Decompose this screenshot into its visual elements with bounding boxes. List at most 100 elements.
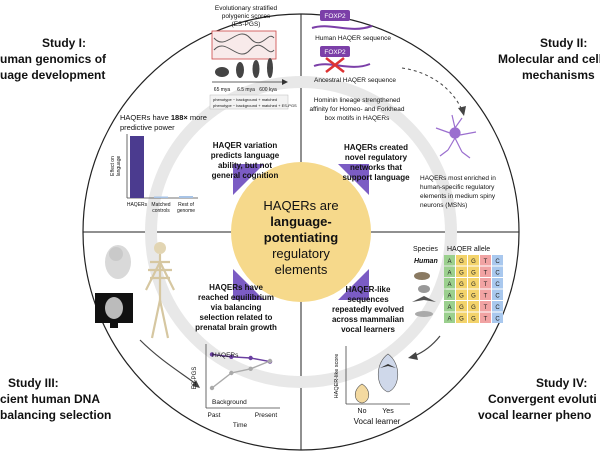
study3-finding-line3: via balancing — [211, 303, 262, 312]
study2-finding-line3: networks that — [350, 163, 402, 172]
allele-cell — [468, 301, 479, 312]
study2-finding: HAQERs created novel regulatory networks… — [342, 143, 410, 182]
brain-scan-monitor-icon — [95, 293, 133, 328]
allele-base: C — [495, 294, 500, 300]
timeline-arrowhead — [282, 79, 288, 85]
study4-title: Study IV: Convergent evoluti vocal learn… — [478, 376, 597, 422]
species-header: Species — [413, 246, 438, 253]
study4-arrowhead — [408, 352, 418, 360]
violin-no — [354, 383, 370, 404]
hominin-note-line2: affinity for Homeo- and Forkhead — [310, 106, 405, 113]
foxp2-unbound-icon: FOXP2 — [313, 46, 371, 73]
es-pgs-label-line2: polygenic scores — [222, 13, 271, 20]
allele-base: G — [459, 294, 464, 300]
bar-chart-study1: Effect on language HAQERs Matched contro… — [110, 134, 198, 214]
foxp2-label-2: FOXP2 — [324, 49, 346, 56]
foxp2-label-1: FOXP2 — [324, 13, 346, 20]
allele-cell — [468, 278, 479, 289]
note-part-b: 188× — [171, 113, 189, 122]
allele-base: T — [484, 282, 488, 288]
species-animal-icons — [412, 272, 436, 317]
study2-title: Study II: Molecular and cellu mechanisms — [498, 36, 600, 82]
study2-finding-line1: HAQERs created — [344, 143, 408, 152]
bar-category-label-1: HAQERs — [127, 202, 148, 208]
allele-base: G — [459, 259, 464, 265]
predictive-power-note-line1: HAQERs have 188× more — [120, 113, 207, 122]
allele-cell — [456, 301, 467, 312]
study2-finding-line2: novel regulatory — [345, 153, 408, 162]
study3-finding-line1: HAQERs have — [209, 283, 263, 292]
dog-icon — [414, 272, 430, 280]
allele-cell — [492, 289, 503, 300]
allele-base: G — [471, 282, 476, 288]
bar-category-label-2a: Matched — [151, 202, 170, 208]
allele-cell — [480, 278, 491, 289]
study3-finding-line2: reached equilibrium — [198, 293, 274, 302]
line-chart-xlabel: Time — [233, 422, 248, 429]
model-legend-box — [209, 94, 289, 110]
study3-curved-arrow — [139, 339, 197, 385]
msn-note-line4: neurons (MSNs) — [420, 202, 467, 209]
allele-base: T — [484, 317, 488, 323]
allele-cell — [456, 266, 467, 277]
study4-finding-line5: vocal learners — [341, 325, 395, 334]
study4-finding-line3: repeatedly evolved — [332, 305, 404, 314]
allele-base: G — [471, 317, 476, 323]
allele-cell — [492, 312, 503, 323]
series-2-point-2 — [229, 370, 234, 376]
human-haqer-sequence-label: Human HAQER sequence — [315, 35, 391, 42]
center-line4: regulatory — [272, 246, 330, 261]
allele-cell — [468, 312, 479, 323]
timeline-tick-3: 600 kya — [259, 87, 277, 93]
note-part-c: more — [188, 113, 207, 122]
allele-base: C — [495, 305, 500, 311]
study1-finding-line1: HAQER variation — [213, 141, 278, 150]
study3-finding-line5: prenatal brain growth — [195, 323, 277, 332]
study1-title-line2: uman genomics of — [0, 52, 107, 66]
bar-category-label-3a: Rest of — [178, 202, 194, 208]
allele-base: T — [484, 305, 488, 311]
allele-cell — [456, 289, 467, 300]
allele-cell — [492, 255, 503, 266]
foxp2-bound-icon: FOXP2 — [311, 10, 373, 30]
monkey-icon — [418, 285, 430, 293]
bar-1 — [130, 136, 144, 198]
allele-base: G — [459, 305, 464, 311]
series-2-point-4 — [267, 358, 273, 364]
allele-cell — [444, 266, 455, 277]
x-tick-past: Past — [207, 412, 220, 419]
study1-finding-line4: general cognition — [212, 171, 279, 180]
bar-chart-ylabel-line1: Effect on — [110, 156, 116, 176]
series-2-point-3 — [248, 366, 253, 371]
center-line3: potentiating — [264, 230, 338, 245]
violin-tick-yes: Yes — [382, 408, 394, 415]
seal-icon — [415, 311, 433, 317]
x-tick-present: Present — [255, 412, 278, 419]
allele-cell — [444, 278, 455, 289]
allele-cell — [468, 255, 479, 266]
arrow-triangle-se — [338, 269, 369, 300]
center-circle — [231, 162, 371, 302]
violin-bat-icon — [380, 364, 396, 368]
ancestral-haqer-sequence-label: Ancestral HAQER sequence — [314, 77, 396, 84]
series-label-haqers: HAQERs — [212, 352, 239, 359]
study1-finding-line2: predicts language — [211, 151, 280, 160]
study4-title-line3: vocal learner pheno — [478, 408, 591, 422]
study1-finding: HAQER variation predicts language abilit… — [211, 141, 280, 180]
note-part-a: HAQERs have — [120, 113, 171, 122]
allele-base: T — [484, 294, 488, 300]
neuron-icon — [435, 114, 477, 159]
bar-chart-bars — [130, 136, 193, 198]
hominin-evolution-icon — [215, 58, 273, 78]
allele-cell — [480, 255, 491, 266]
study4-finding-line2: sequences — [347, 295, 389, 304]
msn-note-line1: HAQERs most enriched in — [420, 175, 496, 182]
center-line1: HAQERs are — [263, 198, 338, 213]
line-chart-study3: ES-PGS HAQERs Background Past Present Ti… — [192, 344, 280, 429]
allele-base: C — [495, 282, 500, 288]
bar-category-label-2b: controls — [152, 208, 170, 214]
allele-cell — [444, 289, 455, 300]
violin-plot-study4: HAQER-like score No Yes Vocal learner — [334, 346, 410, 426]
